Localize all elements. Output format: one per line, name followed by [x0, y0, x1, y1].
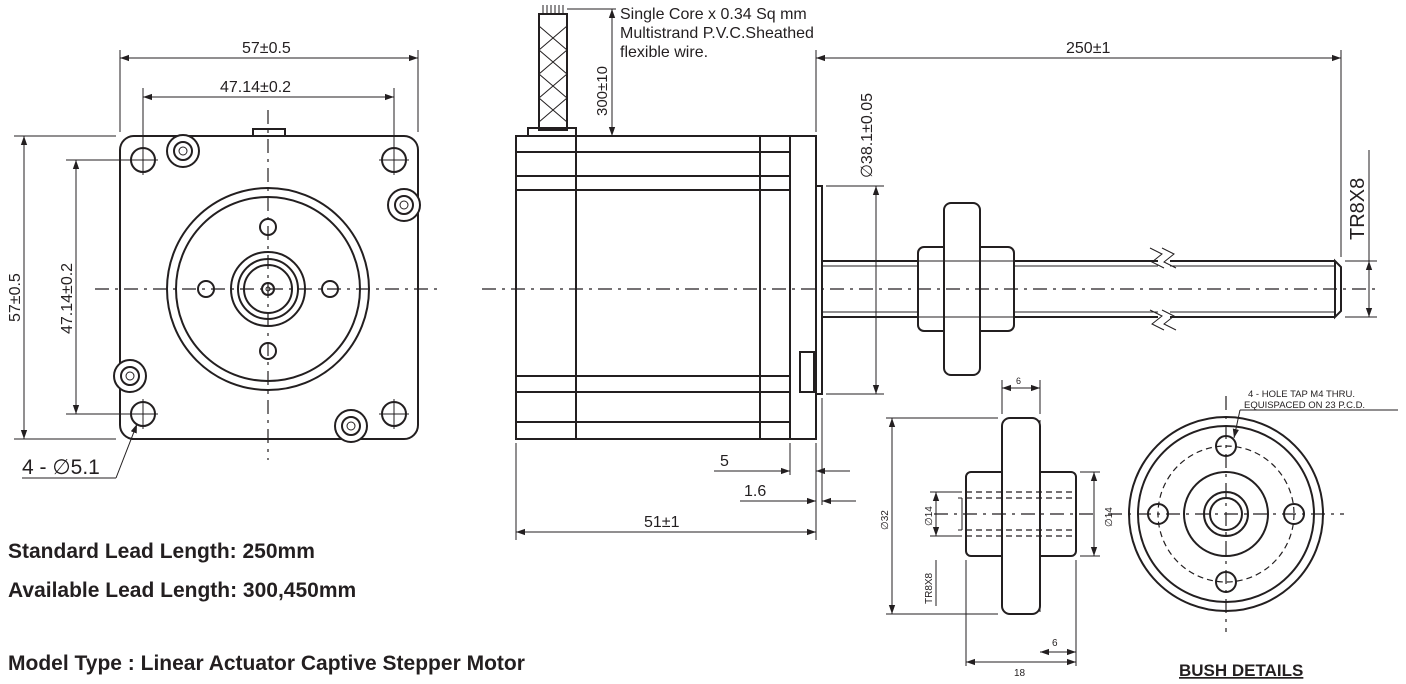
- side-view: 300±10 Single Core x 0.34 Sq mm Multistr…: [482, 5, 1377, 540]
- dim-1-6: 1.6: [744, 483, 766, 500]
- dim-pilot-dia: ∅38.1±0.05: [859, 93, 876, 178]
- bush-thread: TR8X8: [924, 572, 935, 604]
- front-view: 57±0.5 47.14±0.2 57±0.5 47.14±0.2 4 - ∅5…: [7, 40, 440, 479]
- bush-dia-14-left: ∅14: [924, 506, 935, 526]
- mounting-hole: [128, 399, 158, 429]
- dim-width: 57±0.5: [242, 40, 291, 57]
- screw-head: [166, 134, 200, 168]
- dim-hole-spacing-h: 47.14±0.2: [220, 79, 291, 96]
- dim-body-length: 51±1: [644, 514, 680, 531]
- dim-wire-length: 300±10: [594, 66, 611, 116]
- wire-note-3: flexible wire.: [620, 44, 708, 61]
- bush-dia-32: ∅32: [880, 510, 891, 530]
- bush-hole-note-2: EQUISPACED ON 23 P.C.D.: [1244, 400, 1365, 411]
- lead-wire: [538, 5, 568, 131]
- dim-hole-spacing-v: 47.14±0.2: [59, 263, 76, 334]
- bush-front-view: 4 - HOLE TAP M4 THRU. EQUISPACED ON 23 P…: [1108, 389, 1398, 680]
- screw-head: [113, 359, 147, 393]
- screw-head: [387, 188, 421, 222]
- available-lead-note: Available Lead Length: 300,450mm: [8, 579, 357, 602]
- bush-title: BUSH DETAILS: [1179, 661, 1303, 680]
- mounting-hole: [379, 145, 409, 175]
- dim-5: 5: [720, 453, 729, 470]
- model-type-note: Model Type : Linear Actuator Captive Ste…: [8, 652, 525, 675]
- bush-dia-14-right: ∅14: [1104, 507, 1115, 527]
- thread-label: TR8X8: [1347, 178, 1369, 240]
- bush-hole-note-1: 4 - HOLE TAP M4 THRU.: [1248, 389, 1355, 400]
- bush-side-view: 6 ∅32 ∅14 TR8X8 ∅14 6 18: [880, 376, 1115, 679]
- mounting-hole: [379, 399, 409, 429]
- bush-dim-6-bottom: 6: [1052, 638, 1058, 649]
- wire-note-1: Single Core x 0.34 Sq mm: [620, 6, 807, 23]
- dim-shaft-length: 250±1: [1066, 40, 1110, 57]
- screw-head: [334, 409, 368, 443]
- standard-lead-note: Standard Lead Length: 250mm: [8, 540, 315, 563]
- bush-dim-6-top: 6: [1016, 376, 1021, 386]
- mounting-hole: [128, 145, 158, 175]
- hole-callout: 4 - ∅5.1: [22, 456, 100, 479]
- bush-dim-18: 18: [1014, 668, 1026, 679]
- wire-note-2: Multistrand P.V.C.Sheathed: [620, 25, 814, 42]
- dim-height: 57±0.5: [7, 273, 24, 322]
